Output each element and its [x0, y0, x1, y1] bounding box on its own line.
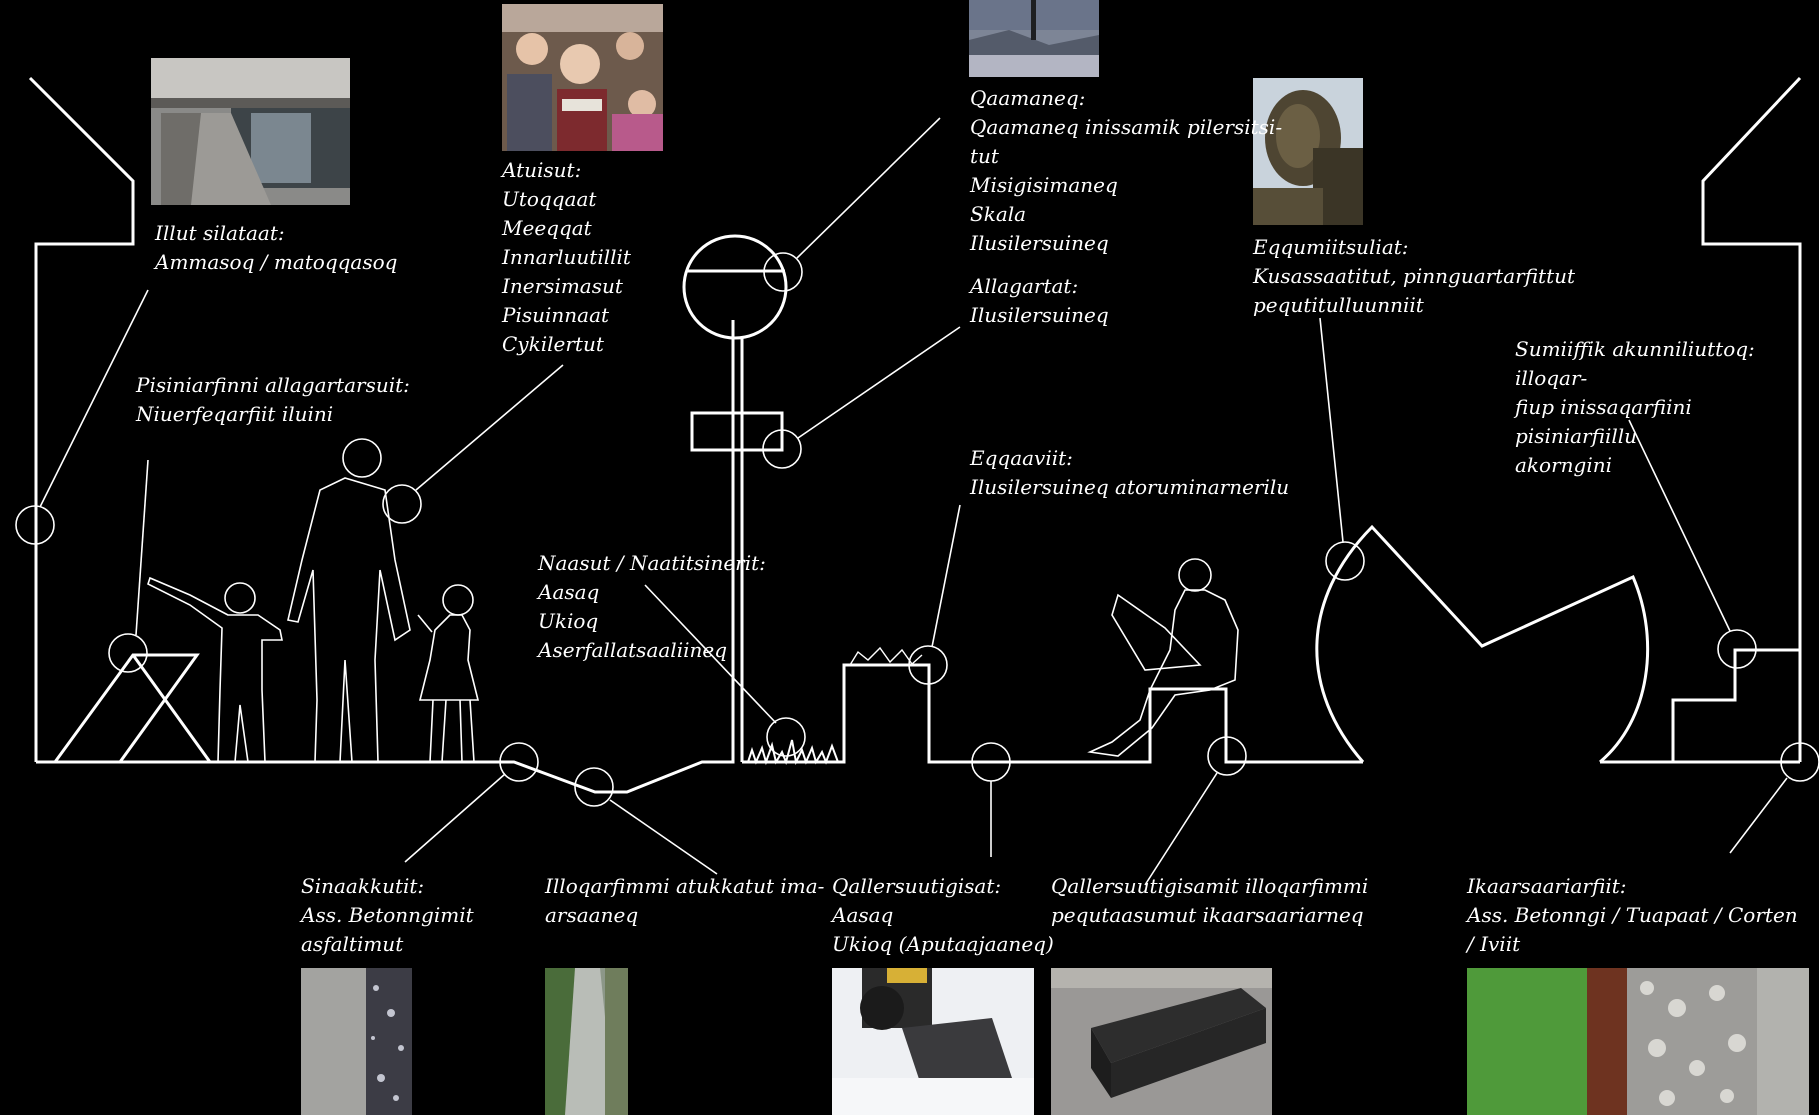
- label-allagartat: Allagartat: Ilusilersuineq: [970, 274, 1109, 327]
- label-eqqumiitsuliat: Eqqumiitsuliat: Kusassaatitut, pinnguart…: [1253, 235, 1576, 317]
- label-pisiniarfinni: Pisiniarfinni allagartarsuit: Niuerfeqar…: [136, 373, 410, 426]
- materials-photo: [1467, 968, 1809, 1115]
- crowd-photo: [502, 4, 663, 151]
- concrete-asphalt-photo: [301, 968, 412, 1115]
- label-illut-silataat: Illut silataat: Ammasoq / matoqqasoq: [155, 221, 398, 274]
- label-illoqarfimmi: Illoqarfimmi atukkatut ima- arsaaneq: [545, 874, 825, 927]
- label-qallersuutigisamit: Qallersuutigisamit illoqarfimmi pequtaas…: [1051, 874, 1369, 927]
- waterfront-photo: [969, 0, 1099, 77]
- family-silhouettes: [147, 438, 480, 763]
- sidewalk-photo: [545, 968, 628, 1115]
- ground-line-middle: [742, 663, 1363, 764]
- lamp-sign: [690, 411, 784, 452]
- art-sculpture: [1315, 524, 1650, 764]
- label-sinaakkutit: Sinaakkutit: Ass. Betonngimit asfaltimut: [301, 874, 474, 956]
- label-eqqaaviit: Eqqaaviit: Ilusilersuineq atoruminarneri…: [970, 446, 1290, 499]
- bench-photo: [1051, 968, 1272, 1115]
- planter-triangle: [53, 653, 200, 763]
- building-photo: [151, 58, 350, 205]
- label-qallersuutigisat: Qallersuutigisat: Aasaq Ukioq (Aputaajaa…: [832, 874, 1054, 956]
- label-sumiiffik: Sumiiffik akunniliuttoq: illoqar- fiup i…: [1515, 337, 1755, 477]
- label-naasut: Naasut / Naatitsinerit: Aasaq Ukioq Aser…: [538, 551, 766, 662]
- right-building-outline: [1701, 76, 1802, 762]
- streetlamp-head: [682, 234, 788, 340]
- label-qaamaneq: Qaamaneq: Qaamaneq inissamik pilersitsi-…: [970, 86, 1283, 255]
- reader-silhouette: [1087, 558, 1239, 757]
- snowplow-photo: [832, 968, 1034, 1115]
- grass-tufts: [747, 739, 839, 766]
- transition-steps: [1671, 648, 1800, 762]
- label-atuisut: Atuisut: Utoqqaat Meeqqat Innarluutillit…: [502, 158, 631, 356]
- left-building-outline: [28, 76, 135, 762]
- label-ikaarsaariarfiit: Ikaarsaariarfiit: Ass. Betonngi / Tuapaa…: [1467, 874, 1798, 956]
- sculpture-photo: [1253, 78, 1363, 225]
